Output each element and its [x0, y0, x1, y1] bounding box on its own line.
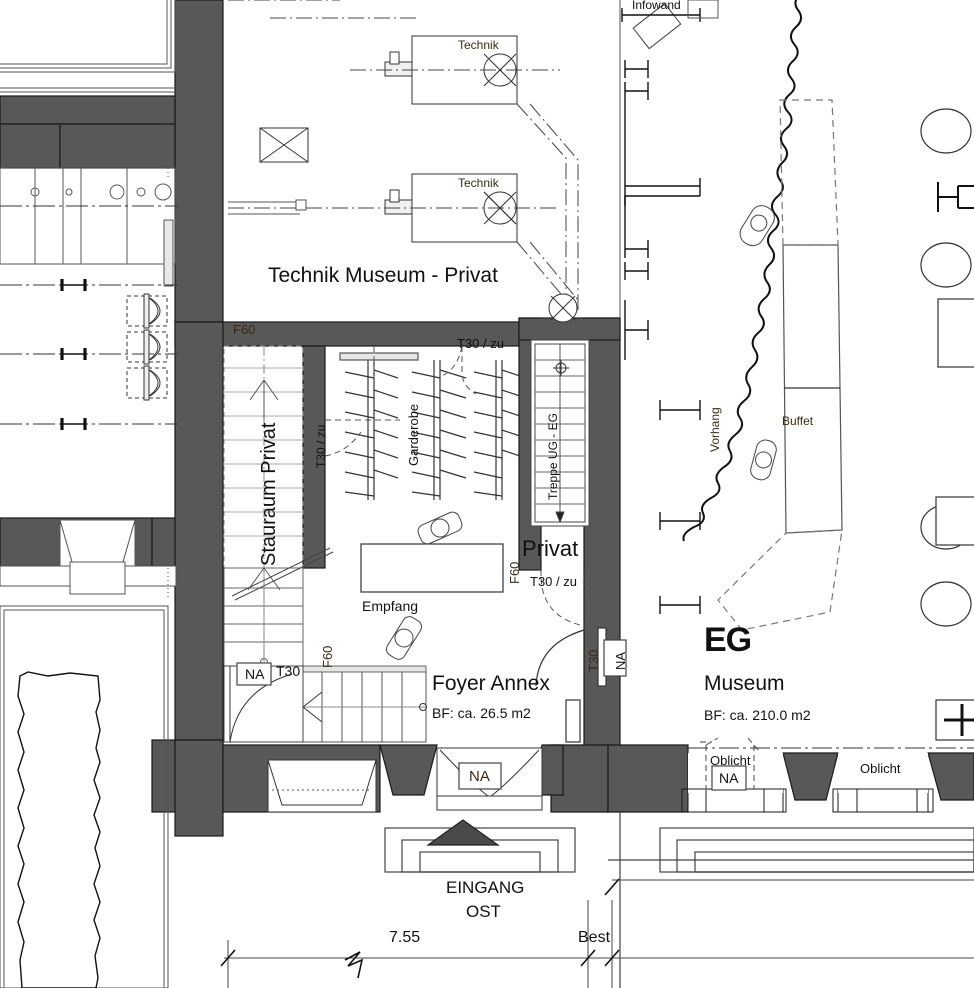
dimension-value-755: 7.55	[389, 929, 421, 946]
technik-projection-solid	[228, 199, 307, 215]
na-boxes	[236, 639, 747, 791]
room-label-stauraum-privat: Stauraum Privat	[258, 422, 280, 566]
stauraum-interior	[223, 345, 304, 569]
escape-marker-na-stair: NA	[245, 666, 265, 682]
vorhang-curtain	[682, 0, 802, 542]
door-tag-t30zu-top: T30 / zu	[457, 336, 504, 351]
misc-hairlines	[619, 0, 719, 318]
room-label-empfang: Empfang	[362, 598, 419, 614]
empfang-desk	[360, 543, 504, 593]
equipment-label-oblicht-1: Oblicht	[710, 753, 751, 768]
axis-bars-left	[62, 284, 85, 425]
equipment-label-buffet: Buffet	[782, 414, 814, 428]
equipment-label-infowand: Infowand	[632, 0, 681, 12]
level-name-museum: Museum	[704, 672, 785, 695]
equipment-label-vorhang: Vorhang	[708, 407, 722, 452]
room-label-foyer-annex: Foyer Annex	[432, 672, 550, 695]
door-tag-t30-stair: T30	[276, 663, 301, 679]
left-seating	[126, 293, 168, 401]
oblicht-outline	[700, 737, 761, 790]
museum-fixtures	[935, 182, 974, 741]
door-tag-f60-mid: F60	[507, 561, 522, 584]
entrance-steps	[384, 812, 974, 988]
door-tag-t30zu-left: T30 / zu	[314, 424, 328, 468]
garderobe-racks	[339, 352, 521, 500]
foyer-stair	[302, 665, 427, 743]
buffet-outline-dashed	[717, 99, 843, 631]
entrance-label-line2: OST	[466, 902, 501, 921]
door-tag-f60-top: F60	[233, 322, 256, 337]
door-tag-t30zu-bottom: T30 / zu	[530, 574, 577, 589]
door-swings-privat	[540, 570, 586, 627]
escape-marker-na-right: NA	[613, 651, 628, 670]
door-tag-t30-right: T30	[586, 649, 601, 672]
room-area-foyer-annex: BF: ca. 26.5 m2	[432, 705, 531, 721]
stone-column	[17, 671, 101, 988]
treppe-ug-eg	[530, 339, 590, 527]
entrance-label-line1: EINGANG	[446, 878, 525, 897]
empfang-chairs	[386, 511, 463, 660]
dimension-value-best: Best	[578, 929, 611, 946]
buffet-counter	[782, 244, 843, 534]
museum-tables	[920, 108, 974, 627]
level-code-eg: EG	[704, 621, 752, 659]
dimension-brackets-right	[621, 8, 701, 614]
equipment-label-oblicht-2: Oblicht	[860, 761, 901, 776]
dimension-ticks	[220, 878, 620, 967]
room-label-treppe-ug-eg: Treppe UG - EG	[546, 413, 560, 500]
equipment-label-technik-2: Technik	[458, 176, 499, 190]
axis-lines-left	[0, 205, 178, 425]
door-leaf-foyer	[535, 627, 607, 743]
technik-misc	[259, 127, 578, 323]
room-label-garderobe: Garderobe	[406, 403, 421, 466]
left-existing-building	[0, 0, 177, 988]
room-label-privat: Privat	[522, 536, 579, 561]
level-area-eg: BF: ca. 210.0 m2	[704, 707, 811, 723]
room-label-technik-museum-privat: Technik Museum - Privat	[268, 264, 498, 287]
escape-marker-na-oblicht: NA	[719, 770, 739, 786]
escape-marker-na-entrance: NA	[469, 768, 490, 785]
people-symbols	[632, 2, 777, 481]
equipment-label-technik-1: Technik	[458, 38, 499, 52]
garderobe-door-swings	[324, 345, 477, 457]
break-symbol	[344, 951, 364, 979]
door-tag-f60-left: F60	[320, 645, 335, 668]
